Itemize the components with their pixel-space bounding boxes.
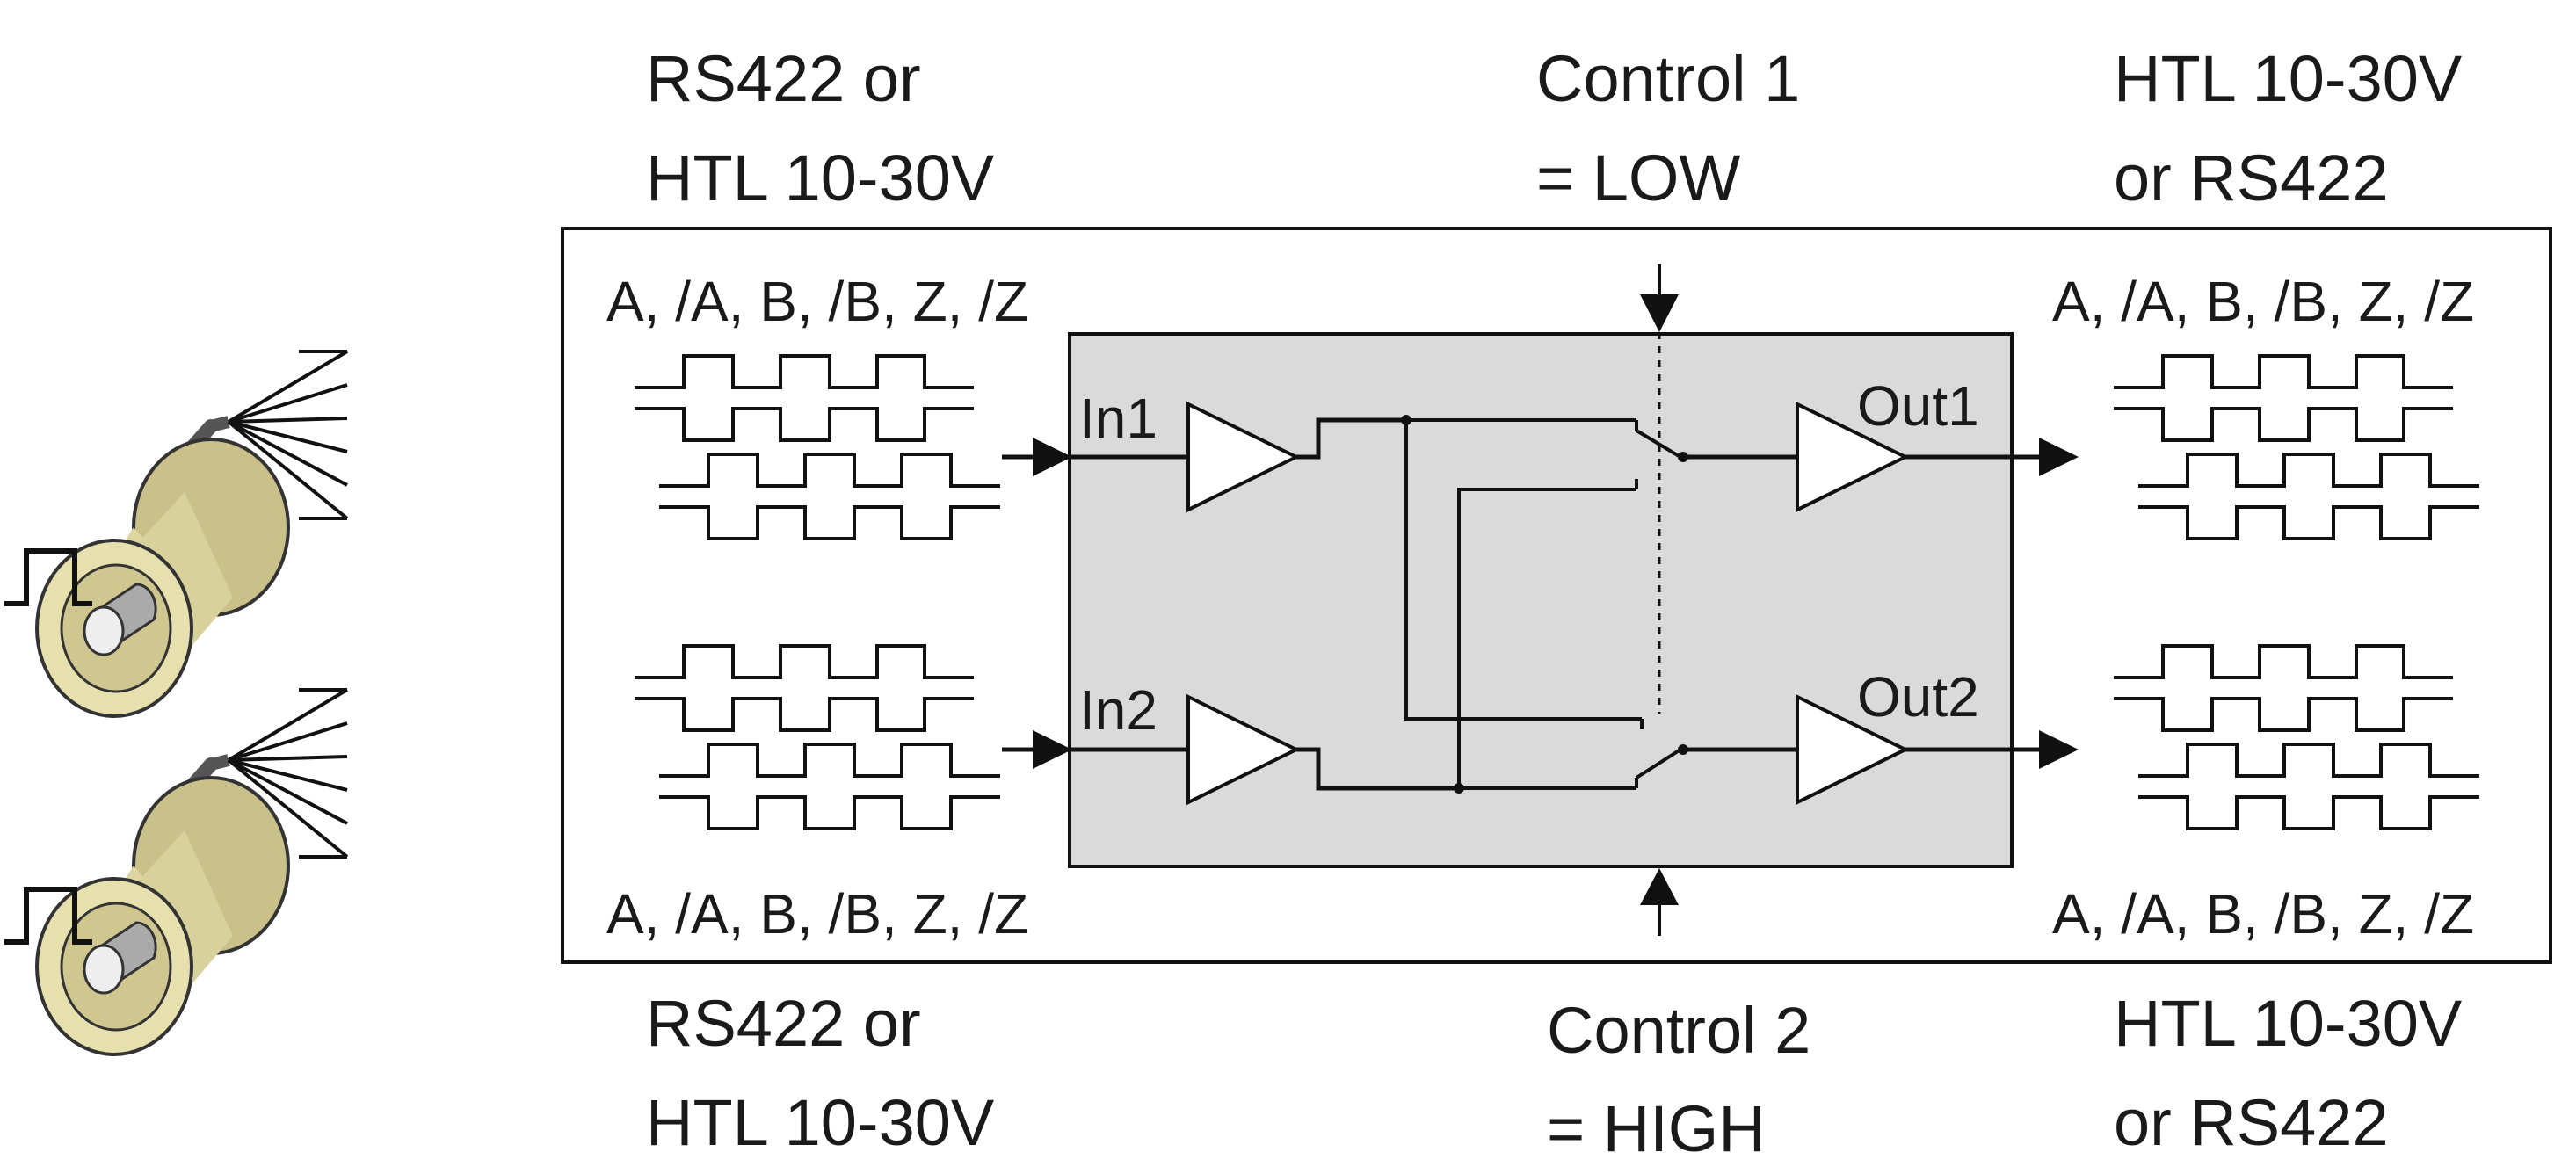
port-out2: Out2 — [1857, 665, 1979, 728]
input-top-line1: RS422 or — [646, 42, 921, 115]
control2-line2: = HIGH — [1547, 1092, 1766, 1165]
signals-out-top: A, /A, B, /B, Z, /Z — [2052, 270, 2474, 333]
control2-line1: Control 2 — [1547, 994, 1810, 1067]
output-top-line1: HTL 10-30V — [2114, 42, 2463, 115]
control1-line2: = LOW — [1536, 141, 1740, 214]
port-out1: Out1 — [1857, 374, 1979, 438]
input-top-line2: HTL 10-30V — [646, 141, 995, 214]
output-top-line2: or RS422 — [2114, 141, 2389, 214]
arrow-icon-in2 — [1002, 730, 1072, 769]
amplifier-icon-in1 — [1070, 401, 1406, 513]
port-in1: In1 — [1079, 387, 1157, 450]
arrow-icon-out2 — [2012, 730, 2079, 769]
signals-in-top: A, /A, B, /B, Z, /Z — [606, 270, 1028, 333]
switch-icon-2 — [1635, 719, 1797, 788]
output-bottom-line2: or RS422 — [2114, 1086, 2389, 1159]
output-bottom-line1: HTL 10-30V — [2114, 987, 2463, 1060]
input-bottom-line1: RS422 or — [646, 987, 921, 1060]
route-in2-to-switch1 — [1457, 488, 1636, 788]
arrow-icon-out1 — [2012, 438, 2079, 476]
amplifier-icon-out1 — [1796, 401, 2012, 513]
signals-in-bottom: A, /A, B, /B, Z, /Z — [606, 882, 1028, 946]
encoder-icon-bottom — [37, 690, 347, 1054]
encoder-icon-top — [37, 351, 347, 716]
port-in2: In2 — [1079, 678, 1157, 742]
switch-icon-1 — [1635, 420, 1797, 489]
control2-indicator — [1640, 868, 1679, 936]
amplifier-icon-in2 — [1070, 693, 1459, 806]
arrow-icon-in1 — [1002, 438, 1072, 476]
amplifier-icon-out2 — [1796, 693, 2012, 806]
control1-indicator — [1640, 264, 1679, 714]
route-in1-to-switch2 — [1404, 420, 1642, 721]
input-bottom-line2: HTL 10-30V — [646, 1086, 995, 1159]
signals-out-bottom: A, /A, B, /B, Z, /Z — [2052, 882, 2474, 946]
control1-line1: Control 1 — [1536, 42, 1800, 115]
